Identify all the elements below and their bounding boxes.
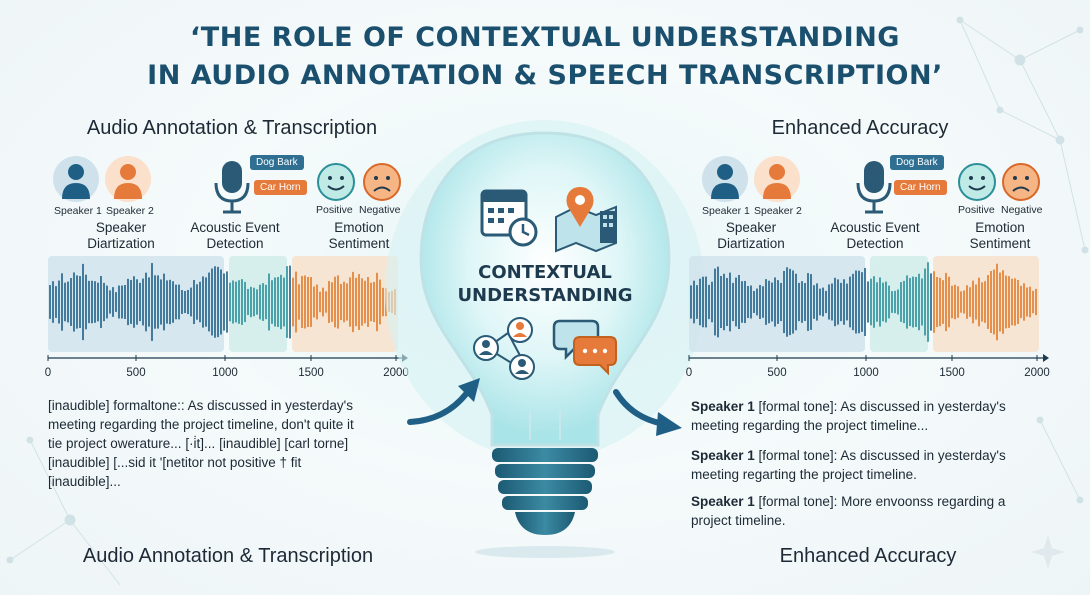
axis-tick-1000: 1000 — [853, 367, 879, 379]
bulb-base — [492, 448, 598, 535]
speaker-2-label: Speaker 2 — [754, 205, 802, 217]
transcript-line: [inaudible] [...sid it '[netitor not pos… — [48, 455, 302, 470]
frown-icon — [1002, 163, 1040, 201]
map-pin-icon — [555, 187, 617, 253]
chat-bubbles-icon — [552, 319, 617, 376]
right-transcript-3: Speaker 1 [formal tone]: More envoonss r… — [691, 492, 1071, 530]
center-label-line-1: CONTEXTUAL — [478, 262, 612, 283]
axis-tick-1500: 1500 — [939, 367, 965, 379]
transcript-text: [formal tone]: As discussed in yesterday… — [754, 399, 1006, 414]
diarization-label: Speaker Diartization — [717, 220, 785, 251]
transcript-text: project timeline. — [691, 513, 786, 528]
emotion-label: Emotion Sentiment — [328, 220, 390, 251]
dog-bark-tag: Dog Bark — [890, 155, 944, 170]
speaker-label: Speaker 1 — [691, 399, 755, 414]
waveform-right — [688, 256, 1049, 362]
acoustic-label: Acoustic Event Detection — [190, 220, 280, 251]
title-line-2: IN AUDIO ANNOTATION & SPEECH TRANSCRIPTI… — [147, 60, 943, 91]
acoustic-region — [229, 256, 287, 352]
speaker-label: Speaker 1 — [691, 448, 755, 463]
arrow-icon — [407, 378, 480, 425]
frown-icon — [363, 163, 401, 201]
transcript-line: [inaudible] formaltone:: As discussed in… — [48, 398, 353, 413]
person-icon — [702, 156, 748, 202]
left-icons — [53, 156, 401, 214]
acoustic-label: Acoustic Event Detection — [830, 220, 920, 251]
transcript-text: [formal tone]: More envoonss regarding a — [754, 494, 1006, 509]
left-heading-bottom: Audio Annotation & Transcription — [82, 545, 374, 567]
axis-tick-1500: 1500 — [298, 367, 324, 379]
lightbulb — [385, 120, 705, 558]
transcript-line: tie project owerature... [·i̇t]... [inau… — [48, 436, 349, 451]
speaker-2-label: Speaker 2 — [106, 205, 154, 217]
left-heading-top: Audio Annotation & Transcription — [86, 117, 378, 139]
microphone-icon — [214, 161, 250, 214]
car-horn-tag: Car Horn — [894, 180, 947, 195]
arrow-icon — [613, 389, 682, 436]
transcript-line: meeting regarding the project timeline, … — [48, 417, 354, 432]
diarization-label: Speaker Diartization — [87, 220, 155, 251]
transcript-text: [formal tone]: As discussed in yesterday… — [754, 448, 1006, 463]
right-heading-bottom: Enhanced Accuracy — [779, 545, 957, 567]
title-line-1: ‘THE ROLE OF CONTEXTUAL UNDERSTANDING — [190, 22, 900, 53]
emotion-label: Emotion Sentiment — [969, 220, 1031, 251]
axis-tick-2000: 2000 — [383, 367, 409, 379]
person-icon — [754, 156, 800, 202]
axis-tick-0: 0 — [685, 367, 693, 379]
sparkle-icon — [1031, 535, 1065, 569]
speaker-1-label: Speaker 1 — [54, 205, 102, 217]
network-icon — [473, 317, 535, 380]
waveform-left — [47, 256, 408, 362]
person-icon — [105, 156, 151, 202]
axis-tick-2000: 2000 — [1024, 367, 1050, 379]
diarization-region — [689, 256, 865, 352]
person-icon — [53, 156, 99, 202]
speaker-1-label: Speaker 1 — [702, 205, 750, 217]
right-transcript-2: Speaker 1 [formal tone]: As discussed in… — [691, 446, 1071, 484]
right-icons — [702, 156, 1040, 214]
dog-bark-tag: Dog Bark — [250, 155, 304, 170]
speaker-label: Speaker 1 — [691, 494, 755, 509]
smiley-icon — [958, 163, 996, 201]
positive-label: Positive — [316, 204, 353, 216]
right-transcript-1: Speaker 1 [formal tone]: As discussed in… — [691, 397, 1071, 435]
flow-arrows — [407, 378, 682, 436]
calendar-clock-icon — [480, 189, 538, 247]
smiley-icon — [317, 163, 355, 201]
left-transcript: [inaudible] formaltone:: As discussed in… — [48, 396, 408, 491]
transcript-line: [inaudible]... — [48, 474, 121, 489]
negative-label: Negative — [1001, 204, 1043, 216]
car-horn-tag: Car Horn — [254, 180, 307, 195]
negative-label: Negative — [359, 204, 401, 216]
diarization-region — [48, 256, 224, 352]
right-heading-top: Enhanced Accuracy — [771, 117, 949, 139]
axis-tick-500: 500 — [767, 367, 787, 379]
transcript-text: meeting regarting the project timeline. — [691, 467, 917, 482]
center-label-line-2: UNDERSTANDING — [457, 285, 633, 306]
transcript-text: meeting regarding the project timeline..… — [691, 418, 929, 433]
axis-tick-0: 0 — [44, 367, 52, 379]
positive-label: Positive — [958, 204, 995, 216]
axis-tick-500: 500 — [126, 367, 146, 379]
emotion-region — [292, 256, 398, 352]
microphone-icon — [856, 161, 892, 214]
axis-tick-1000: 1000 — [212, 367, 238, 379]
